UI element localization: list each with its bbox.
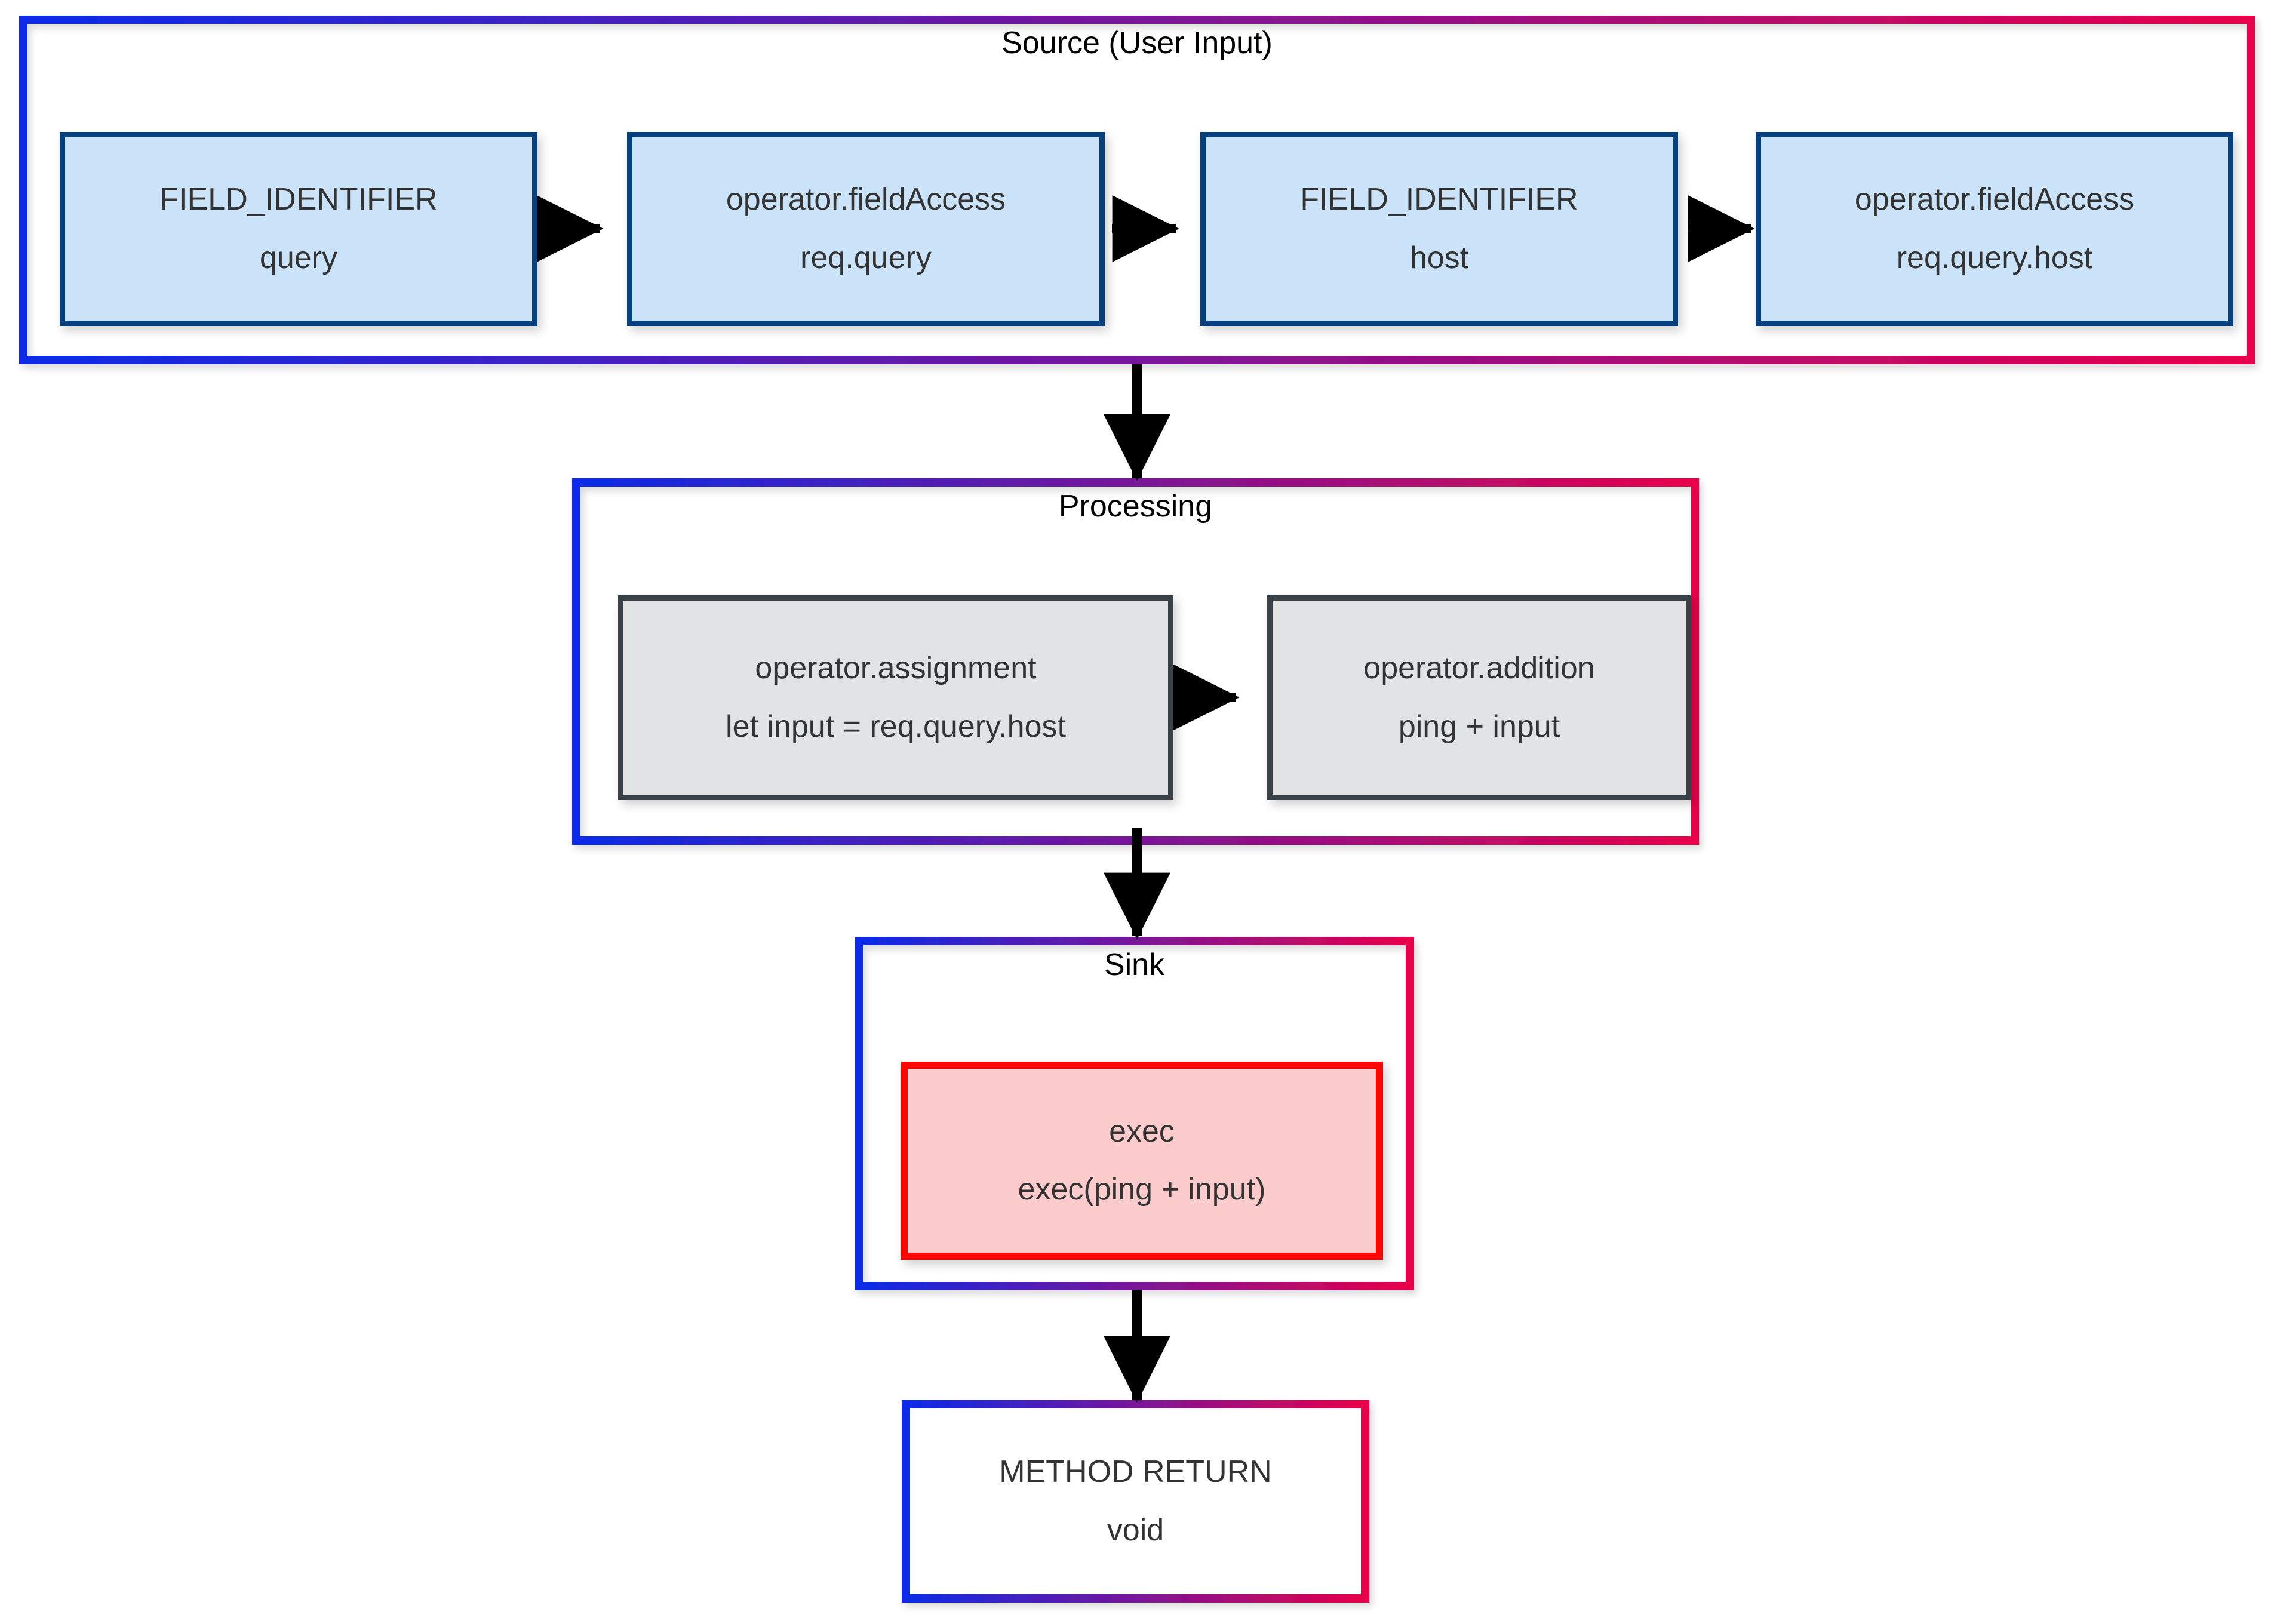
node-detail: req.query.host [1896,240,2093,275]
node-detail: void [1107,1512,1164,1548]
node-label: FIELD_IDENTIFIER [159,182,438,217]
node-detail: host [1409,240,1469,275]
node-operator-fieldaccess-req-query[interactable]: operator.fieldAccess req.query [627,132,1105,326]
node-operator-fieldaccess-req-query-host[interactable]: operator.fieldAccess req.query.host [1756,132,2233,326]
node-label: operator.assignment [755,651,1037,686]
node-detail: exec(ping + input) [1018,1172,1266,1207]
cluster-title-source: Source (User Input) [1001,26,1273,60]
node-label: operator.fieldAccess [1854,182,2135,217]
node-exec[interactable]: exec exec(ping + input) [901,1062,1383,1260]
node-label: exec [1109,1114,1175,1149]
cluster-title-sink: Sink [1104,948,1165,982]
node-operator-addition[interactable]: operator.addition ping + input [1267,595,1691,800]
node-field-identifier-host[interactable]: FIELD_IDENTIFIER host [1200,132,1678,326]
node-label: FIELD_IDENTIFIER [1300,182,1578,217]
node-field-identifier-query[interactable]: FIELD_IDENTIFIER query [60,132,537,326]
node-method-return[interactable]: METHOD RETURN void [906,1404,1365,1598]
node-detail: ping + input [1398,709,1560,744]
cluster-title-processing: Processing [1058,489,1213,524]
node-detail: let input = req.query.host [726,709,1066,744]
node-label: operator.fieldAccess [726,182,1006,217]
node-operator-assignment[interactable]: operator.assignment let input = req.quer… [618,595,1173,800]
node-detail: req.query [800,240,932,275]
node-detail: query [259,240,338,275]
node-label: operator.addition [1363,651,1595,686]
node-label: METHOD RETURN [999,1454,1272,1490]
